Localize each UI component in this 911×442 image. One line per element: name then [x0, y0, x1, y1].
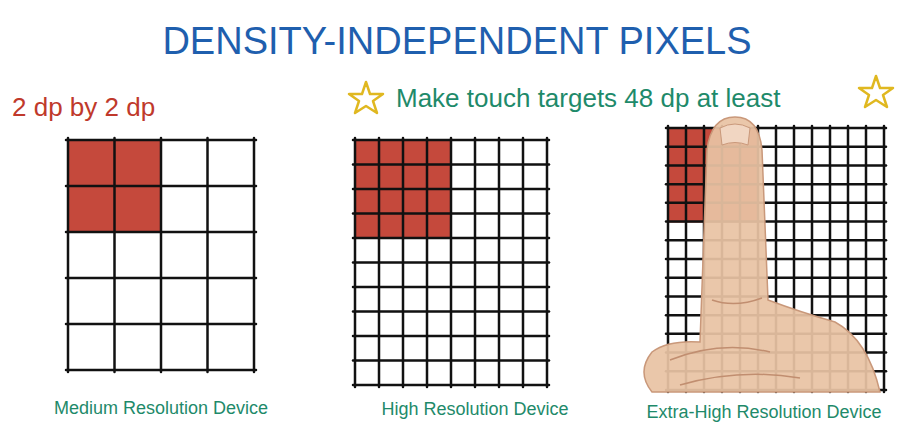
device-label: Medium Resolution Device: [54, 398, 268, 420]
grid-line: [353, 139, 549, 142]
stars: [349, 76, 893, 113]
grid-line: [666, 220, 886, 223]
finger-crease: [712, 298, 762, 304]
hand-illustration: [644, 117, 880, 392]
grid-line: [66, 369, 256, 372]
annotation: 2 dp by 2 dp: [12, 93, 155, 123]
star-symbol: [859, 76, 893, 107]
grid-line: [353, 237, 549, 240]
grid-line: [353, 359, 549, 362]
grid-line: [66, 231, 256, 234]
grid-line: [206, 138, 209, 372]
device-grid: Medium Resolution Device: [68, 140, 254, 370]
grid-line: [666, 145, 886, 148]
device-grid: High Resolution Device: [355, 140, 547, 385]
grid-line: [353, 212, 549, 215]
fingernail: [720, 124, 750, 145]
grid-line: [353, 261, 549, 264]
grid-line: [160, 138, 163, 372]
grid-line: [353, 310, 549, 313]
grid-line: [666, 239, 886, 242]
device-grid: Extra-High Resolution Device: [668, 128, 884, 390]
grid-line: [353, 335, 549, 338]
finger-crease: [680, 374, 800, 385]
device-label: Extra-High Resolution Device: [646, 402, 881, 424]
grid-line: [666, 276, 886, 279]
grid-line: [67, 138, 70, 372]
finger-crease: [670, 348, 770, 361]
grid-line: [113, 138, 116, 372]
star-symbol: [349, 82, 383, 113]
grid-line: [666, 183, 886, 186]
grid-line: [353, 188, 549, 191]
grid-line: [353, 163, 549, 166]
hand-shape: [644, 117, 880, 392]
grid-line: [666, 202, 886, 205]
grid-line: [253, 138, 256, 372]
grid-line: [66, 323, 256, 326]
grid-line: [66, 185, 256, 188]
grid-line: [353, 286, 549, 289]
grid-line: [66, 139, 256, 142]
grid-line: [666, 258, 886, 261]
title: DENSITY-INDEPENDENT PIXELS: [162, 20, 751, 64]
annotation: Make touch targets 48 dp at least: [396, 84, 780, 114]
grid-line: [66, 277, 256, 280]
device-label: High Resolution Device: [381, 399, 568, 421]
grid-line: [666, 295, 886, 298]
grid-line: [353, 384, 549, 387]
grid-line: [666, 127, 886, 130]
grid-line: [666, 164, 886, 167]
